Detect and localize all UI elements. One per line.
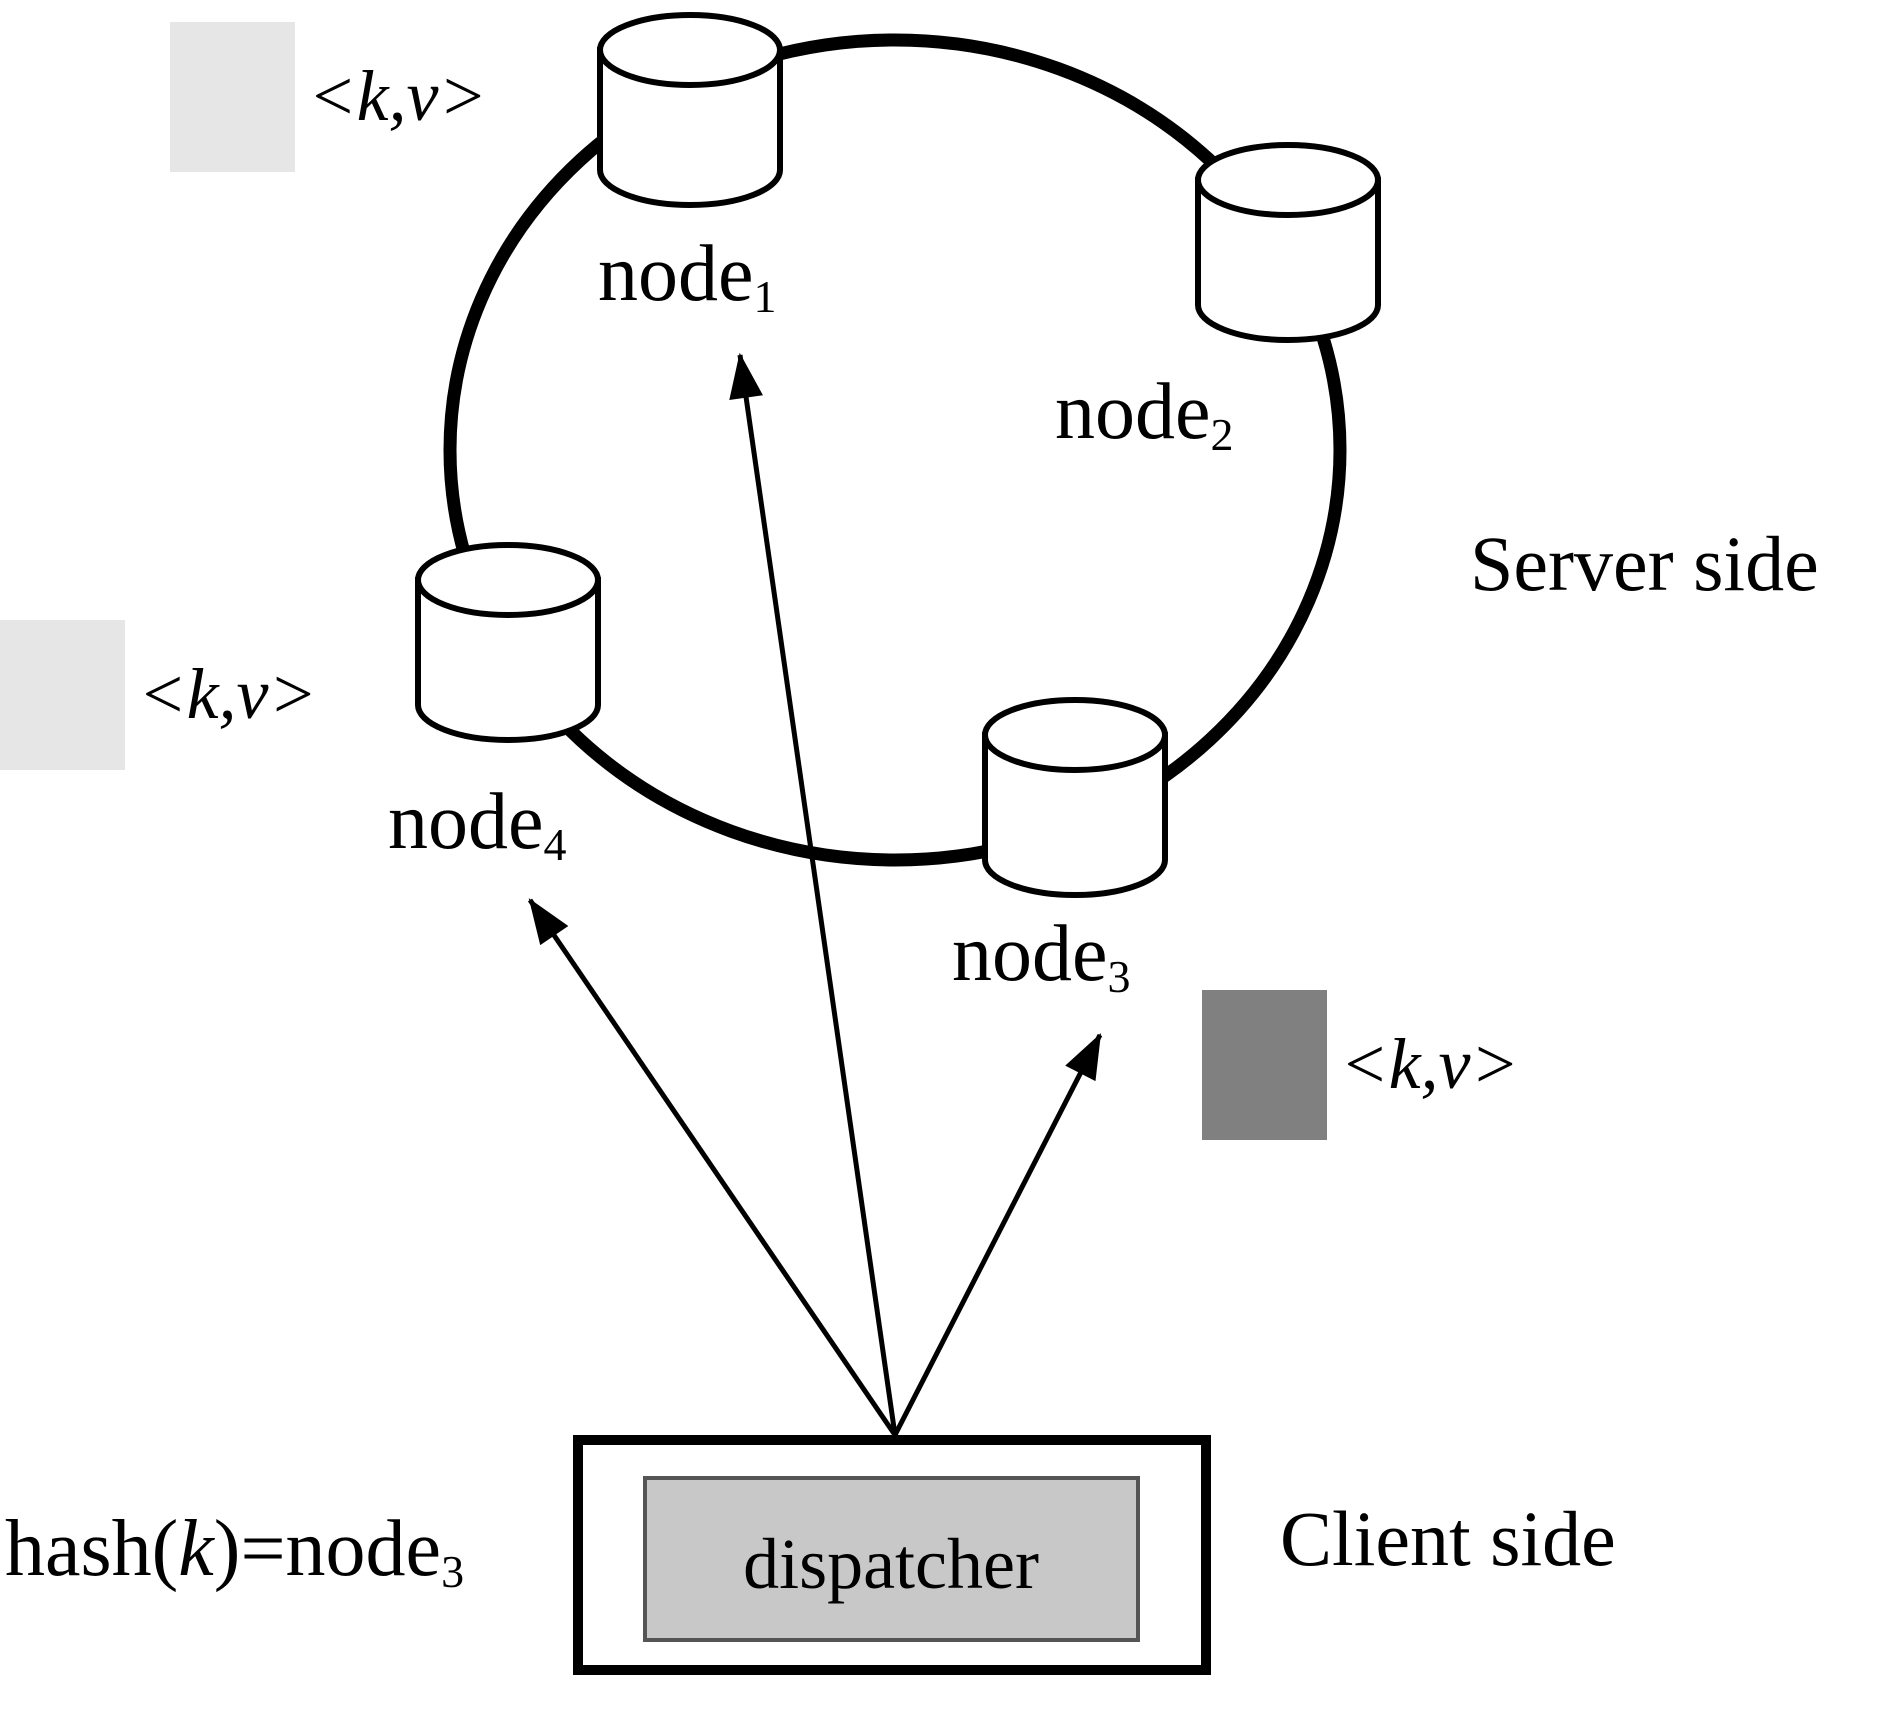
kv-square-light-top — [170, 22, 295, 172]
arrow-to-node3 — [892, 1032, 1103, 1437]
server-side-label: Server side — [1470, 520, 1819, 607]
node4-cylinder-icon — [415, 542, 601, 743]
node1-label: node1 — [598, 230, 777, 322]
hash-ring — [443, 33, 1347, 867]
arrow-to-node4 — [527, 898, 898, 1437]
client-side-label: Client side — [1280, 1495, 1616, 1582]
kv-label-left: <k,v> — [138, 654, 317, 734]
node4-label: node4 — [388, 778, 567, 870]
kv-label-top: <k,v> — [308, 56, 487, 136]
node3-label: node3 — [952, 910, 1131, 1002]
dispatcher-label: dispatcher — [743, 1524, 1039, 1604]
hash-label: hash(k)=node3 — [5, 1505, 464, 1597]
node2-label: node2 — [1055, 368, 1234, 460]
node2-cylinder-icon — [1195, 142, 1381, 343]
kv-label-right: <k,v> — [1340, 1024, 1519, 1104]
node3-cylinder-icon — [982, 697, 1168, 898]
kv-square-dark — [1202, 990, 1327, 1140]
kv-square-light-left — [0, 620, 125, 770]
node1-cylinder-icon — [597, 12, 783, 208]
dispatcher-box — [643, 1476, 1140, 1642]
arrow-to-node1 — [729, 352, 898, 1436]
